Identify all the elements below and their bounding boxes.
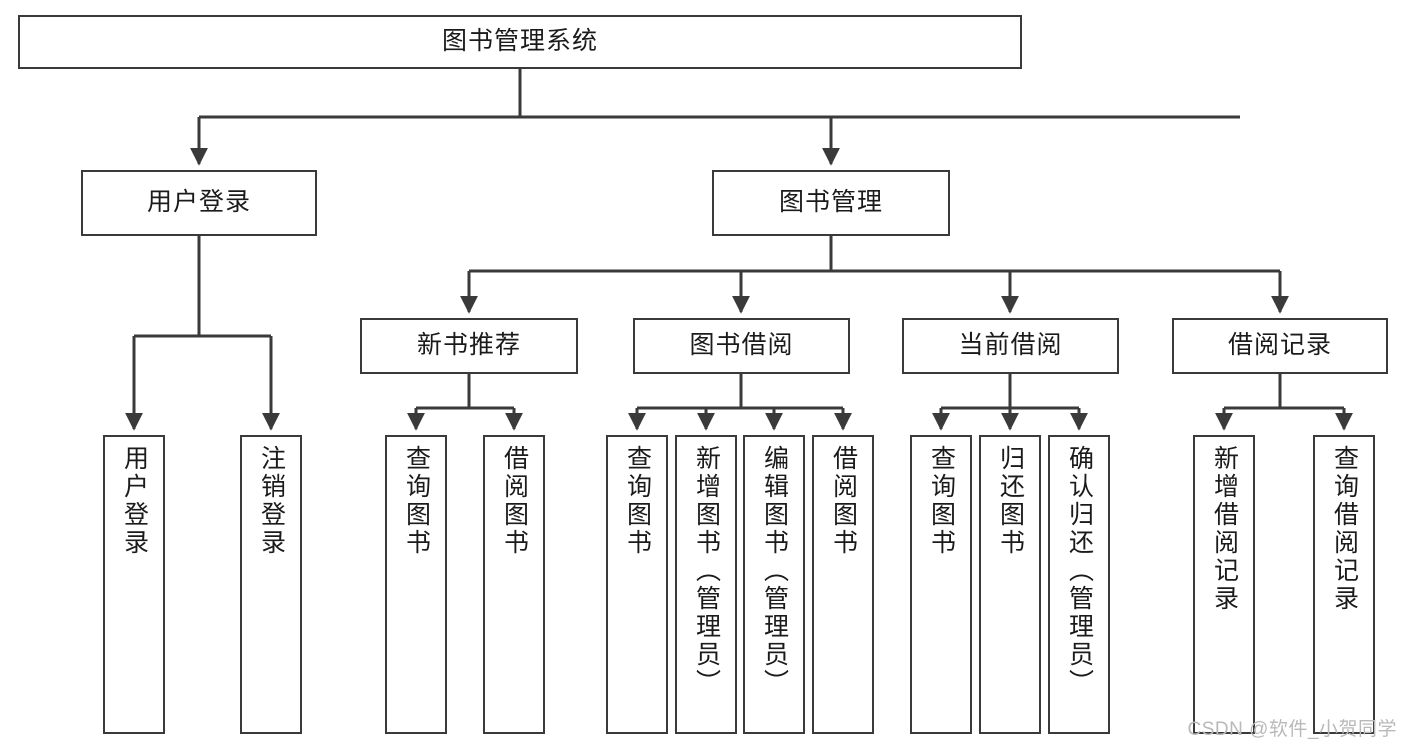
- node-label: 用户登录: [146, 188, 251, 217]
- leaf-current-borrow-0[interactable]: 查询图书: [910, 435, 972, 734]
- leaf-book-borrow-3[interactable]: 借阅图书: [812, 435, 874, 734]
- node-label: 编辑图书（管理员）: [760, 445, 789, 697]
- node-book-borrowing[interactable]: 图书借阅: [633, 318, 850, 374]
- leaf-new-book-recommend-0[interactable]: 查询图书: [385, 435, 447, 734]
- node-label: 查询图书: [402, 445, 431, 557]
- node-label: 借阅图书: [829, 445, 858, 557]
- node-label: 新增图书（管理员）: [692, 445, 721, 697]
- node-label: 借阅记录: [1227, 331, 1332, 360]
- node-label: 用户登录: [120, 445, 149, 557]
- leaf-book-borrow-1[interactable]: 新增图书（管理员）: [675, 435, 737, 734]
- node-root-book-management-system[interactable]: 图书管理系统: [18, 15, 1022, 69]
- leaf-borrow-record-1[interactable]: 查询借阅记录: [1313, 435, 1375, 734]
- leaf-current-borrow-2[interactable]: 确认归还（管理员）: [1048, 435, 1110, 734]
- node-label: 新增借阅记录: [1210, 445, 1239, 613]
- node-label: 借阅图书: [500, 445, 529, 557]
- node-label: 图书借阅: [689, 331, 794, 360]
- node-label: 归还图书: [996, 445, 1025, 557]
- node-label: 查询图书: [927, 445, 956, 557]
- csdn-watermark: CSDN @软件_小贺同学: [1187, 719, 1397, 740]
- node-label: 查询借阅记录: [1330, 445, 1359, 613]
- leaf-new-book-recommend-1[interactable]: 借阅图书: [483, 435, 545, 734]
- node-label: 当前借阅: [958, 331, 1063, 360]
- node-label: 图书管理: [778, 188, 883, 217]
- node-label: 查询图书: [623, 445, 652, 557]
- leaf-book-borrow-0[interactable]: 查询图书: [606, 435, 668, 734]
- node-label: 确认归还（管理员）: [1065, 445, 1094, 697]
- leaf-book-borrow-2[interactable]: 编辑图书（管理员）: [743, 435, 805, 734]
- leaf-borrow-record-0[interactable]: 新增借阅记录: [1193, 435, 1255, 734]
- node-user-login[interactable]: 用户登录: [81, 170, 317, 236]
- node-current-borrowing[interactable]: 当前借阅: [902, 318, 1119, 374]
- node-new-book-recommendation[interactable]: 新书推荐: [360, 318, 578, 374]
- leaf-current-borrow-1[interactable]: 归还图书: [979, 435, 1041, 734]
- node-book-management[interactable]: 图书管理: [712, 170, 950, 236]
- node-label: 图书管理系统: [441, 27, 598, 56]
- node-label: 注销登录: [257, 445, 286, 557]
- leaf-user-login-0[interactable]: 用户登录: [103, 435, 165, 734]
- node-borrowing-record[interactable]: 借阅记录: [1172, 318, 1388, 374]
- node-label: 新书推荐: [416, 331, 521, 360]
- leaf-user-login-1[interactable]: 注销登录: [240, 435, 302, 734]
